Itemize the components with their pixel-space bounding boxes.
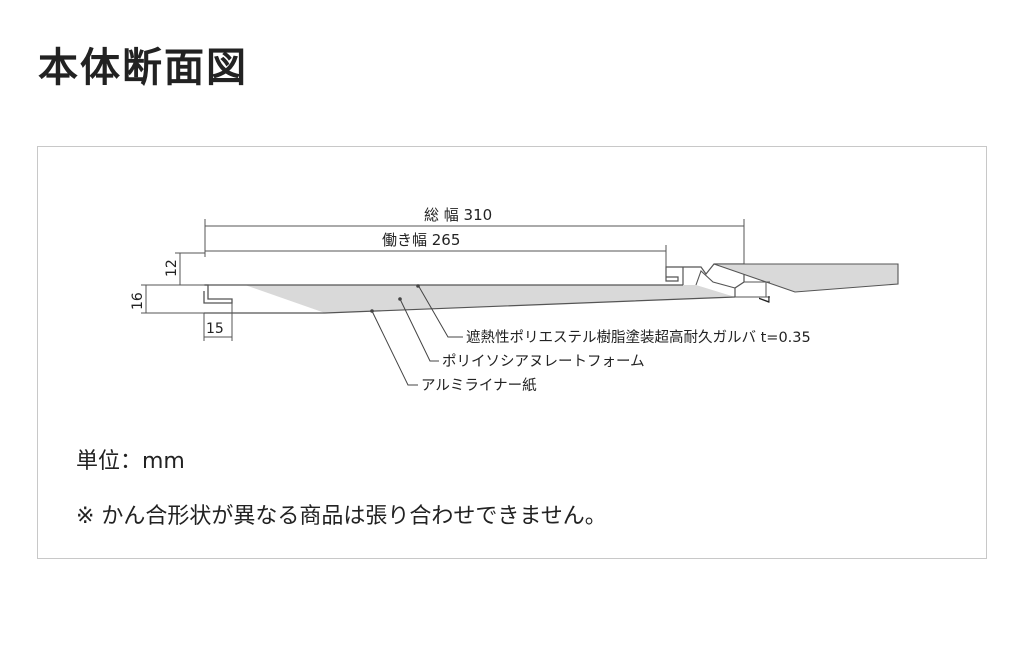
total-width-label: 総 幅 310: [424, 206, 492, 224]
foam-core: [245, 285, 735, 313]
compatibility-note: ※ かん合形状が異なる商品は張り合わせできません。: [76, 504, 607, 529]
callout-dot-3: [370, 309, 374, 313]
dim-7-lines: [735, 281, 770, 298]
dim-15-lines: [203, 303, 233, 341]
callout-steel-sheet: 遮熱性ポリエステル樹脂塗装超高耐久ガルバ t=0.35: [466, 328, 811, 346]
working-width-dimension: [205, 245, 667, 269]
callout-foam: ポリイソシアヌレートフォーム: [442, 353, 645, 370]
dim-12-lines: [175, 252, 205, 285]
page-title: 本体断面図: [38, 45, 248, 91]
dim-12-label: 12: [164, 259, 180, 277]
steel-face: [203, 284, 233, 304]
dim-16-lines: [141, 284, 204, 314]
cross-section-panel: 総 幅 310 働き幅 265 12 16: [37, 146, 987, 559]
dim-15-label: 15: [206, 321, 224, 337]
callout-liner: アルミライナー紙: [421, 377, 537, 394]
right-joint-inner: [695, 270, 736, 289]
callout-leaders: [371, 284, 463, 386]
dim-7-label: 7: [755, 295, 771, 304]
working-width-label: 働き幅 265: [382, 231, 460, 249]
unit-note: 単位：mm: [76, 449, 185, 474]
total-width-dimension: [204, 219, 745, 272]
dim-16-label: 16: [130, 292, 146, 310]
adjacent-panel: [713, 263, 899, 293]
liner-line: [204, 296, 736, 314]
callout-dot-1: [416, 284, 420, 288]
callout-dot-2: [398, 297, 402, 301]
cross-section-diagram: 総 幅 310 働き幅 265 12 16: [130, 206, 899, 394]
